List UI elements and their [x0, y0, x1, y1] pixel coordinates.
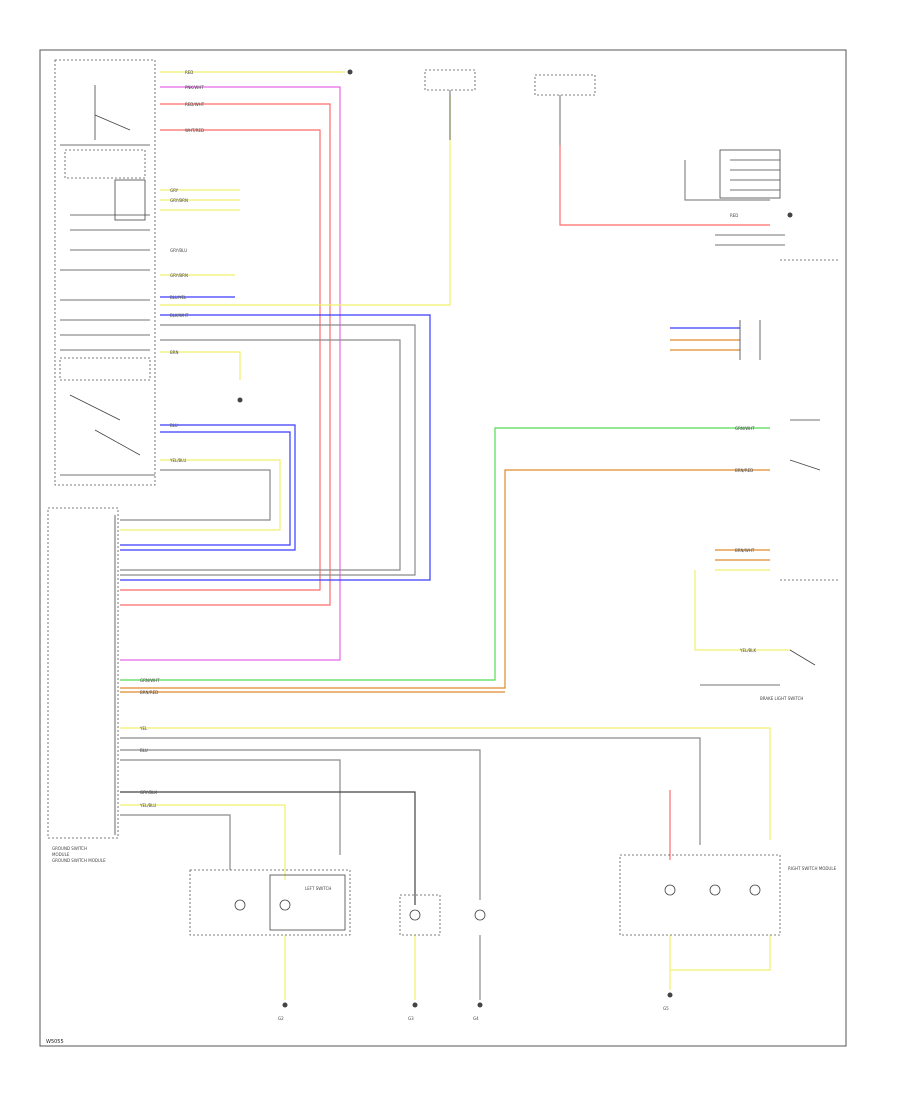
svg-text:YEL/BLU: YEL/BLU	[139, 803, 156, 808]
diagram-frame	[39, 49, 847, 1047]
svg-text:YEL/BLU: YEL/BLU	[169, 458, 186, 463]
ground-mid1-label: G3	[408, 1016, 414, 1021]
svg-text:BRN/RED: BRN/RED	[735, 468, 753, 473]
wires	[120, 71, 790, 1000]
svg-text:RED/WHT: RED/WHT	[185, 102, 205, 107]
svg-text:YEL/BLK: YEL/BLK	[739, 648, 757, 653]
svg-text:YEL: YEL	[139, 726, 148, 731]
svg-text:GRN/WHT: GRN/WHT	[735, 426, 755, 431]
ground-right-label: G5	[663, 1006, 669, 1011]
svg-text:PNK/WHT: PNK/WHT	[185, 85, 204, 90]
right-module-label: RIGHT SWITCH MODULE	[788, 866, 837, 871]
svg-text:BLU: BLU	[170, 423, 178, 428]
svg-text:GRY: GRY	[170, 188, 179, 193]
ground-symbols	[237, 69, 793, 1008]
svg-text:BLK/WHT: BLK/WHT	[170, 313, 189, 318]
svg-text:GRY/BRN: GRY/BRN	[170, 273, 188, 278]
svg-text:BRN/WHT: BRN/WHT	[735, 548, 755, 553]
svg-text:RED: RED	[730, 213, 738, 218]
left-module-label: LEFT SWITCH	[305, 886, 331, 891]
svg-text:GRN/WHT: GRN/WHT	[140, 678, 160, 683]
svg-text:BLU: BLU	[140, 748, 148, 753]
ground-mid2-label: G4	[473, 1016, 479, 1021]
ground-switch-module: GROUND SWITCH MODULE	[47, 507, 119, 857]
svg-text:BRN: BRN	[170, 350, 179, 355]
svg-text:GROUND SWITCH: GROUND SWITCH	[52, 846, 87, 851]
right-lamp-assembly	[619, 854, 781, 936]
svg-text:RED: RED	[185, 70, 193, 75]
svg-text:GRY/BRN: GRY/BRN	[170, 198, 188, 203]
light-switch-module	[54, 59, 156, 486]
main-module-label: GROUND SWITCH MODULE	[52, 858, 106, 863]
footer-id: W5055	[46, 1039, 64, 1045]
svg-text:WHT/RED: WHT/RED	[185, 128, 204, 133]
svg-text:MODULE: MODULE	[52, 852, 70, 857]
wire-labels: RED PNK/WHT RED/WHT WHT/RED GRY GRY/BRN …	[139, 70, 757, 808]
right-connectors	[670, 149, 840, 686]
svg-text:GRY/BLU: GRY/BLU	[170, 248, 187, 253]
brake-switch-label: BRAKE LIGHT SWITCH	[760, 696, 803, 701]
svg-text:GRY/BLK: GRY/BLK	[140, 790, 157, 795]
svg-text:BLU/YEL: BLU/YEL	[170, 295, 187, 300]
svg-text:BRN/RED: BRN/RED	[140, 690, 158, 695]
ground-left-label: G2	[278, 1016, 284, 1021]
fuse-block	[424, 69, 596, 145]
left-lamp-assembly	[189, 869, 486, 936]
